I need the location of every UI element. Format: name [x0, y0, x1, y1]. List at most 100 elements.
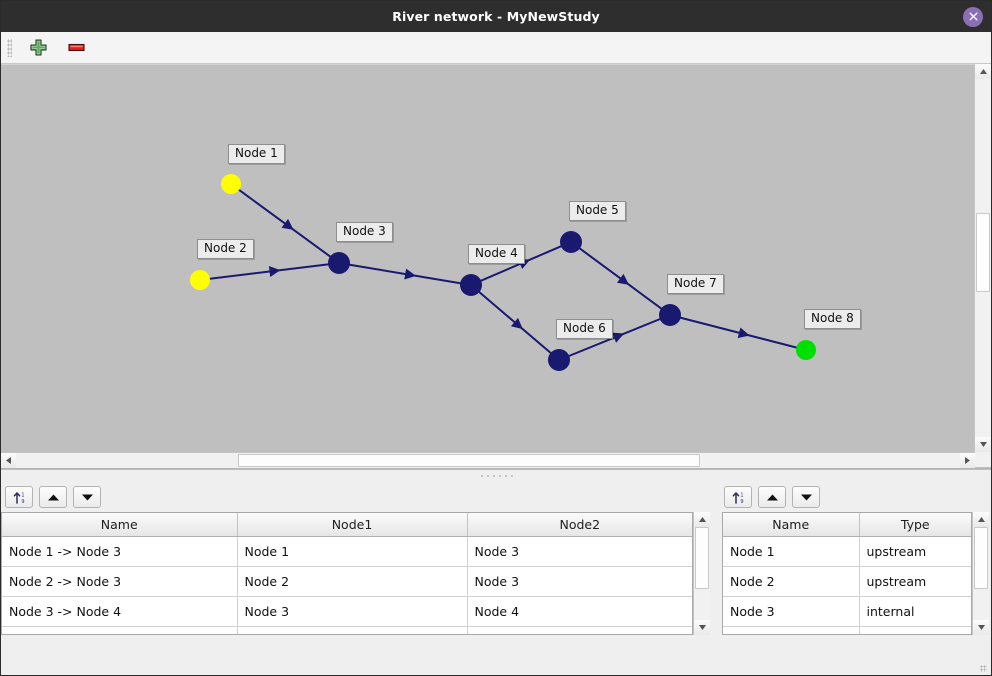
- canvas-vscroll-thumb[interactable]: [976, 213, 990, 292]
- edge-arrow: [281, 218, 294, 230]
- edge-Node3-Node4[interactable]: [348, 263, 462, 285]
- network-canvas[interactable]: Node 1 Node 2 Node 3 Node 4 Node 5 Node 6 Node…: [1, 64, 974, 452]
- red-minus-icon: [67, 43, 85, 52]
- remove-node-button[interactable]: [62, 35, 90, 61]
- graph-node-node4[interactable]: [460, 274, 482, 296]
- add-node-button[interactable]: [24, 35, 52, 61]
- node-table-cell[interactable]: Node 4: [723, 626, 860, 634]
- scroll-down-button[interactable]: [975, 437, 991, 452]
- branch-move-up-button[interactable]: [39, 486, 67, 508]
- graph-node-node8[interactable]: [796, 340, 816, 360]
- canvas-hscroll-thumb[interactable]: [238, 454, 700, 467]
- branch-table-column-header-name[interactable]: Name: [2, 513, 238, 537]
- branch-table-cell[interactable]: Node 3: [467, 536, 693, 567]
- node-move-down-button[interactable]: [792, 486, 820, 508]
- node-table-cell[interactable]: Node 3: [723, 596, 860, 627]
- resize-grip[interactable]: [980, 665, 987, 672]
- graph-node-label-node8[interactable]: Node 8: [804, 309, 861, 329]
- graph-node-node2[interactable]: [190, 270, 210, 290]
- canvas-vscroll-track[interactable]: [975, 79, 991, 437]
- graph-node-label-node3[interactable]: Node 3: [336, 222, 393, 242]
- edge-Node1-Node3[interactable]: [237, 188, 332, 258]
- node-move-up-button[interactable]: [758, 486, 786, 508]
- branch-scroll-down-button[interactable]: [694, 620, 711, 635]
- panel-splitter[interactable]: [1, 469, 991, 482]
- toolbar-drag-handle[interactable]: [7, 38, 12, 57]
- branch-table-cell[interactable]: Node 3 -> Node 4: [2, 596, 238, 627]
- branch-table-cell[interactable]: Node 4: [237, 626, 468, 634]
- scroll-right-button[interactable]: [960, 453, 975, 468]
- scroll-up-button[interactable]: [975, 64, 991, 79]
- graph-node-label-node4[interactable]: Node 4: [468, 244, 525, 264]
- branch-table-cell[interactable]: Node 1: [237, 536, 468, 567]
- graph-node-label-node2[interactable]: Node 2: [197, 239, 254, 259]
- window-title: River network - MyNewStudy: [392, 9, 600, 24]
- node-scroll-up-button[interactable]: [973, 512, 989, 527]
- node-scroll-track[interactable]: [973, 527, 989, 620]
- graph-node-label-node6[interactable]: Node 6: [556, 319, 613, 339]
- branch-table-cell[interactable]: Node 4 -> Node 5: [2, 626, 238, 634]
- graph-node-label-node7[interactable]: Node 7: [667, 274, 724, 294]
- svg-text:9: 9: [21, 499, 24, 505]
- graph-node-node6[interactable]: [548, 349, 570, 371]
- graph-node-node5[interactable]: [560, 231, 582, 253]
- node-scroll-thumb[interactable]: [974, 527, 988, 589]
- branch-table-cell[interactable]: Node 2: [237, 566, 468, 597]
- branch-scroll-thumb[interactable]: [695, 527, 710, 589]
- branch-table-column-header-node1[interactable]: Node1: [237, 513, 468, 537]
- branch-scroll-track[interactable]: [694, 527, 710, 620]
- node-table-scrollbar[interactable]: [972, 512, 989, 635]
- green-plus-icon: [29, 39, 47, 56]
- graph-node-node1[interactable]: [221, 174, 241, 194]
- close-icon[interactable]: [963, 6, 983, 27]
- network-diagram: [190, 174, 816, 371]
- node-table-cell[interactable]: upstream: [859, 536, 971, 567]
- canvas-vertical-scrollbar[interactable]: [974, 64, 991, 452]
- node-table-column-header-name[interactable]: Name: [723, 513, 860, 537]
- node-table-column-header-type[interactable]: Type: [859, 513, 971, 537]
- branch-move-down-button[interactable]: [73, 486, 101, 508]
- node-table-cell[interactable]: Node 1: [723, 536, 860, 567]
- branch-table-cell[interactable]: Node 5: [467, 626, 693, 634]
- branch-table-cell[interactable]: Node 4: [467, 596, 693, 627]
- branch-table-cell[interactable]: Node 1 -> Node 3: [2, 536, 238, 567]
- node-table-cell[interactable]: Node 2: [723, 566, 860, 597]
- node-table-row[interactable]: Node 4internal: [723, 626, 971, 634]
- graph-node-node3[interactable]: [328, 252, 350, 274]
- node-scroll-down-button[interactable]: [973, 620, 989, 635]
- graph-node-label-node1[interactable]: Node 1: [228, 144, 285, 164]
- arrow-up-icon: [766, 494, 778, 500]
- graph-node-node7[interactable]: [659, 304, 681, 326]
- edge-Node7-Node8[interactable]: [679, 316, 798, 349]
- arrow-down-icon: [81, 494, 93, 500]
- branch-table-cell[interactable]: Node 2 -> Node 3: [2, 566, 238, 597]
- branch-scroll-up-button[interactable]: [694, 512, 711, 527]
- graph-node-label-node5[interactable]: Node 5: [569, 201, 626, 221]
- sort-order-icon: 1 9: [732, 491, 743, 505]
- node-table-toolbar: 1 9: [712, 482, 991, 512]
- canvas-hscroll-track[interactable]: [16, 453, 960, 468]
- canvas-horizontal-scrollbar[interactable]: [1, 452, 975, 468]
- edge-Node2-Node3[interactable]: [208, 263, 330, 280]
- node-table-cell[interactable]: upstream: [859, 566, 971, 597]
- node-sort-button[interactable]: 1 9: [724, 486, 752, 508]
- branch-table-cell[interactable]: Node 3: [467, 566, 693, 597]
- branch-table-scrollbar[interactable]: [693, 512, 711, 635]
- node-table-cell[interactable]: internal: [859, 596, 971, 627]
- branch-table-cell[interactable]: Node 3: [237, 596, 468, 627]
- node-table-cell[interactable]: internal: [859, 626, 971, 634]
- branch-table-column-header-node2[interactable]: Node2: [467, 513, 693, 537]
- branch-sort-button[interactable]: 1 9: [5, 486, 33, 508]
- scroll-left-button[interactable]: [1, 453, 16, 468]
